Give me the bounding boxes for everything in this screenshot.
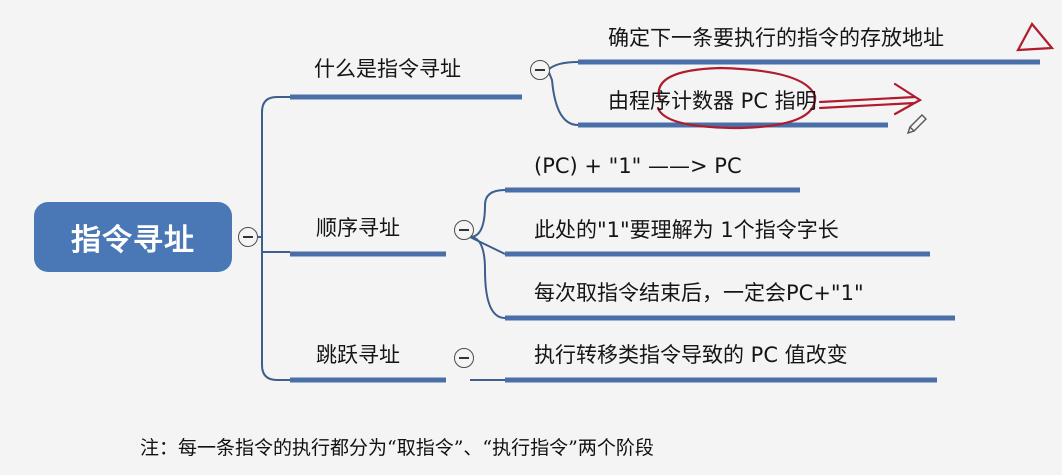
root-connectors (258, 96, 290, 381)
branch-jump-collapse-button[interactable] (454, 348, 474, 368)
triangle-mark (1016, 22, 1055, 52)
child-pc-increment[interactable]: (PC) + "1" ——> PC (534, 154, 742, 178)
pencil-icon (906, 114, 927, 135)
child-after-fetch[interactable]: 每次取指令结束后，一定会PC+"1" (534, 281, 864, 305)
ellipse-mark (656, 66, 817, 130)
arrow-mark (818, 82, 923, 116)
branch-sequential-addressing[interactable]: 顺序寻址 (316, 216, 400, 240)
handwritten-annotations (656, 22, 1055, 130)
branch-jump-addressing[interactable]: 跳跃寻址 (316, 343, 400, 367)
child-branch-instruction[interactable]: 执行转移类指令导致的 PC 值改变 (534, 343, 848, 367)
underlines (290, 59, 1040, 383)
root-node[interactable]: 指令寻址 (34, 202, 232, 272)
branch-what-is-addressing-collapse-button[interactable] (530, 60, 550, 80)
branch-sequential-collapse-button[interactable] (454, 220, 474, 240)
root-collapse-button[interactable] (238, 227, 258, 247)
branch-what-is-addressing[interactable]: 什么是指令寻址 (314, 57, 461, 81)
footnote: 注：每一条指令的执行都分为“取指令”、“执行指令”两个阶段 (140, 437, 654, 459)
child-instruction-length[interactable]: 此处的"1"要理解为 1个指令字长 (534, 218, 839, 242)
root-label: 指令寻址 (71, 223, 195, 258)
child-pc-indicates[interactable]: 由程序计数器 PC 指明 (608, 89, 817, 113)
child-next-address[interactable]: 确定下一条要执行的指令的存放地址 (608, 26, 944, 50)
